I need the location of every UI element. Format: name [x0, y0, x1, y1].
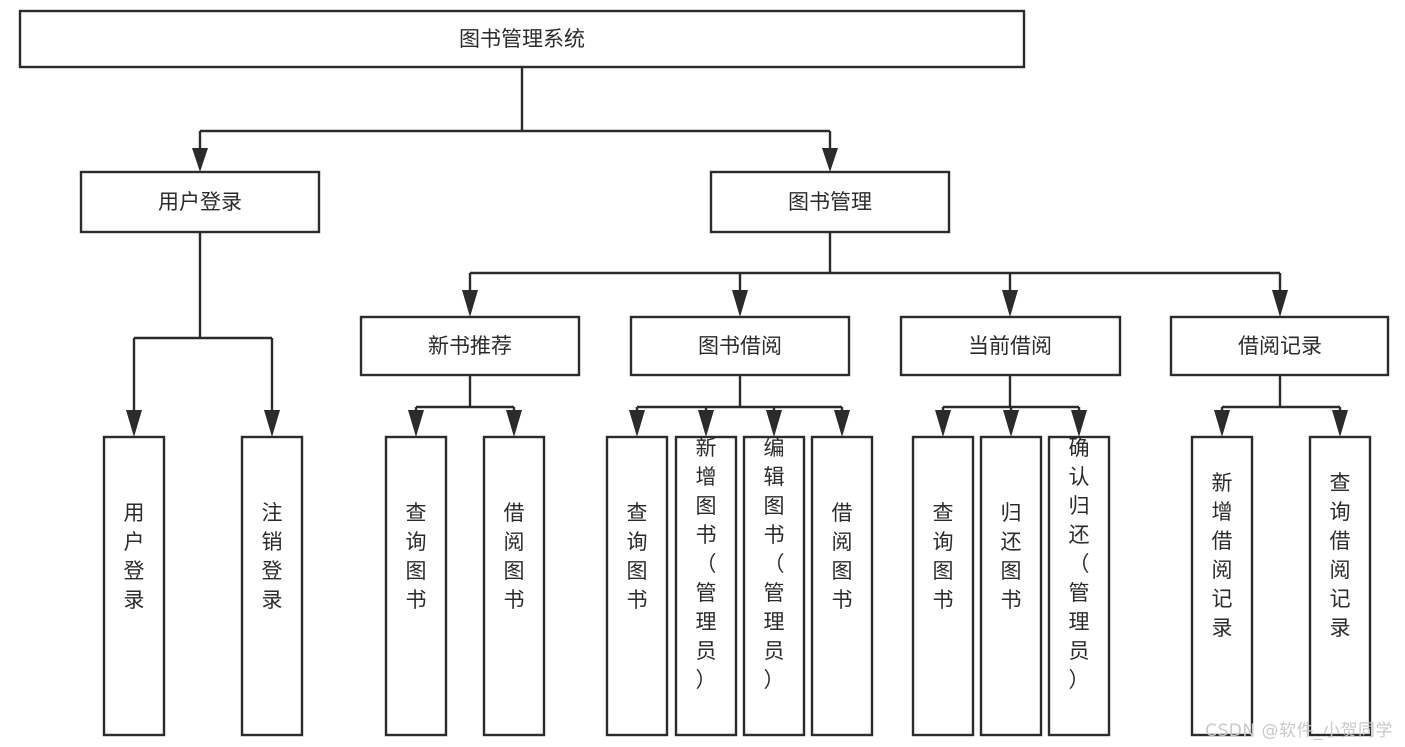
- node-current-borrow-box[interactable]: [899, 315, 1122, 377]
- leaf-query-book-current[interactable]: 查询图书: [911, 435, 975, 737]
- leaf-user-login-box[interactable]: [102, 435, 166, 737]
- leaf-borrow-book-rec-box[interactable]: [482, 435, 546, 737]
- leaf-query-book-borrow[interactable]: 查询图书: [605, 435, 669, 737]
- connector-layer: [126, 67, 1348, 437]
- leaf-query-book-current-box[interactable]: [911, 435, 975, 737]
- arrow-head-to-borrow-record: [1272, 290, 1288, 317]
- leaf-logout-login-box[interactable]: [240, 435, 304, 737]
- leaf-confirm-return-admin-box[interactable]: [1047, 435, 1111, 737]
- leaf-add-borrow-record-label: 新增借阅记录: [1212, 471, 1233, 640]
- leaf-return-book[interactable]: 归还图书: [979, 435, 1043, 737]
- leaf-query-borrow-record-label: 查询借阅记录: [1330, 471, 1351, 640]
- arrow-head-leaf-query-borrow-record: [1332, 410, 1348, 437]
- node-current-borrow-label: 当前借阅: [968, 334, 1052, 358]
- arrow-head-leaf-add-borrow-record: [1214, 410, 1230, 437]
- arrow-head-leaf-query-book-1: [408, 410, 424, 437]
- leaf-borrow-book-borrow-box[interactable]: [810, 435, 874, 737]
- node-book-manage-label: 图书管理: [788, 190, 872, 214]
- leaf-confirm-return-admin[interactable]: 确认归还（管理员）: [1047, 435, 1111, 737]
- node-book-manage-box[interactable]: [709, 170, 951, 234]
- node-borrow-record-box[interactable]: [1169, 315, 1390, 377]
- leaf-query-book-rec[interactable]: 查询图书: [384, 435, 448, 737]
- arrow-head-leaf-add-book: [698, 410, 714, 437]
- node-root-system-box[interactable]: [18, 9, 1026, 69]
- node-new-book-recommend-label: 新书推荐: [428, 334, 512, 358]
- node-user-login-box[interactable]: [79, 170, 321, 234]
- node-borrow-record-label: 借阅记录: [1238, 334, 1322, 358]
- leaf-confirm-return-admin-label: 确认归还（管理员）: [1069, 436, 1090, 692]
- node-book-manage[interactable]: 图书管理: [709, 170, 951, 234]
- node-current-borrow[interactable]: 当前借阅: [899, 315, 1122, 377]
- leaf-edit-book-admin-label: 编辑图书（管理员）: [764, 436, 785, 692]
- leaf-borrow-book-rec-label: 借阅图书: [504, 501, 525, 612]
- leaf-user-login-label: 用户登录: [124, 501, 145, 612]
- csdn-watermark: CSDN @软件_小贺同学: [1205, 721, 1393, 741]
- leaf-borrow-book-rec[interactable]: 借阅图书: [482, 435, 546, 737]
- arrow-head-leaf-confirm-return: [1071, 410, 1087, 437]
- leaf-edit-book-admin[interactable]: 编辑图书（管理员）: [742, 435, 806, 737]
- leaf-add-book-admin[interactable]: 新增图书（管理员）: [674, 435, 738, 737]
- arrow-head-to-new-book-rec: [462, 290, 478, 317]
- arrow-head-leaf-logout-login: [264, 410, 280, 437]
- leaf-query-book-current-label: 查询图书: [933, 501, 954, 612]
- arrow-head-leaf-borrow-book-2: [834, 410, 850, 437]
- leaf-logout-login-label: 注销登录: [262, 501, 283, 612]
- arrow-head-leaf-user-login: [126, 410, 142, 437]
- leaf-add-book-admin-label: 新增图书（管理员）: [696, 436, 717, 692]
- node-new-book-recommend[interactable]: 新书推荐: [359, 315, 581, 377]
- node-book-borrow[interactable]: 图书借阅: [629, 315, 851, 377]
- leaf-query-book-rec-label: 查询图书: [406, 501, 427, 612]
- node-root-system[interactable]: 图书管理系统: [18, 9, 1026, 69]
- leaf-query-borrow-record[interactable]: 查询借阅记录: [1308, 435, 1372, 737]
- leaf-return-book-label: 归还图书: [1001, 501, 1022, 612]
- arrow-head-to-current-borrow: [1002, 290, 1018, 317]
- arrow-head-leaf-edit-book: [766, 410, 782, 437]
- arrow-head-to-book-manage: [822, 148, 838, 172]
- leaf-return-book-box[interactable]: [979, 435, 1043, 737]
- arrow-head-leaf-query-book-3: [935, 410, 951, 437]
- node-root-system-label: 图书管理系统: [459, 27, 585, 51]
- leaf-logout-login[interactable]: 注销登录: [240, 435, 304, 737]
- leaf-add-book-admin-box[interactable]: [674, 435, 738, 737]
- arrow-head-to-user-login: [192, 148, 208, 172]
- leaf-query-borrow-record-box[interactable]: [1308, 435, 1372, 737]
- arrow-head-leaf-return-book: [1003, 410, 1019, 437]
- arrow-head-leaf-query-book-2: [629, 410, 645, 437]
- node-book-borrow-label: 图书借阅: [698, 334, 782, 358]
- leaf-query-book-borrow-label: 查询图书: [627, 501, 648, 612]
- leaf-add-borrow-record-box[interactable]: [1190, 435, 1254, 737]
- leaf-user-login[interactable]: 用户登录: [102, 435, 166, 737]
- leaf-query-book-rec-box[interactable]: [384, 435, 448, 737]
- node-book-borrow-box[interactable]: [629, 315, 851, 377]
- leaf-add-borrow-record[interactable]: 新增借阅记录: [1190, 435, 1254, 737]
- arrow-head-to-book-borrow: [732, 290, 748, 317]
- node-user-login-label: 用户登录: [158, 190, 242, 214]
- node-user-login[interactable]: 用户登录: [79, 170, 321, 234]
- arrow-head-leaf-borrow-book-1: [506, 410, 522, 437]
- node-borrow-record[interactable]: 借阅记录: [1169, 315, 1390, 377]
- leaf-borrow-book-borrow-label: 借阅图书: [832, 501, 853, 612]
- leaf-borrow-book-borrow[interactable]: 借阅图书: [810, 435, 874, 737]
- leaf-edit-book-admin-box[interactable]: [742, 435, 806, 737]
- leaf-query-book-borrow-box[interactable]: [605, 435, 669, 737]
- node-new-book-recommend-box[interactable]: [359, 315, 581, 377]
